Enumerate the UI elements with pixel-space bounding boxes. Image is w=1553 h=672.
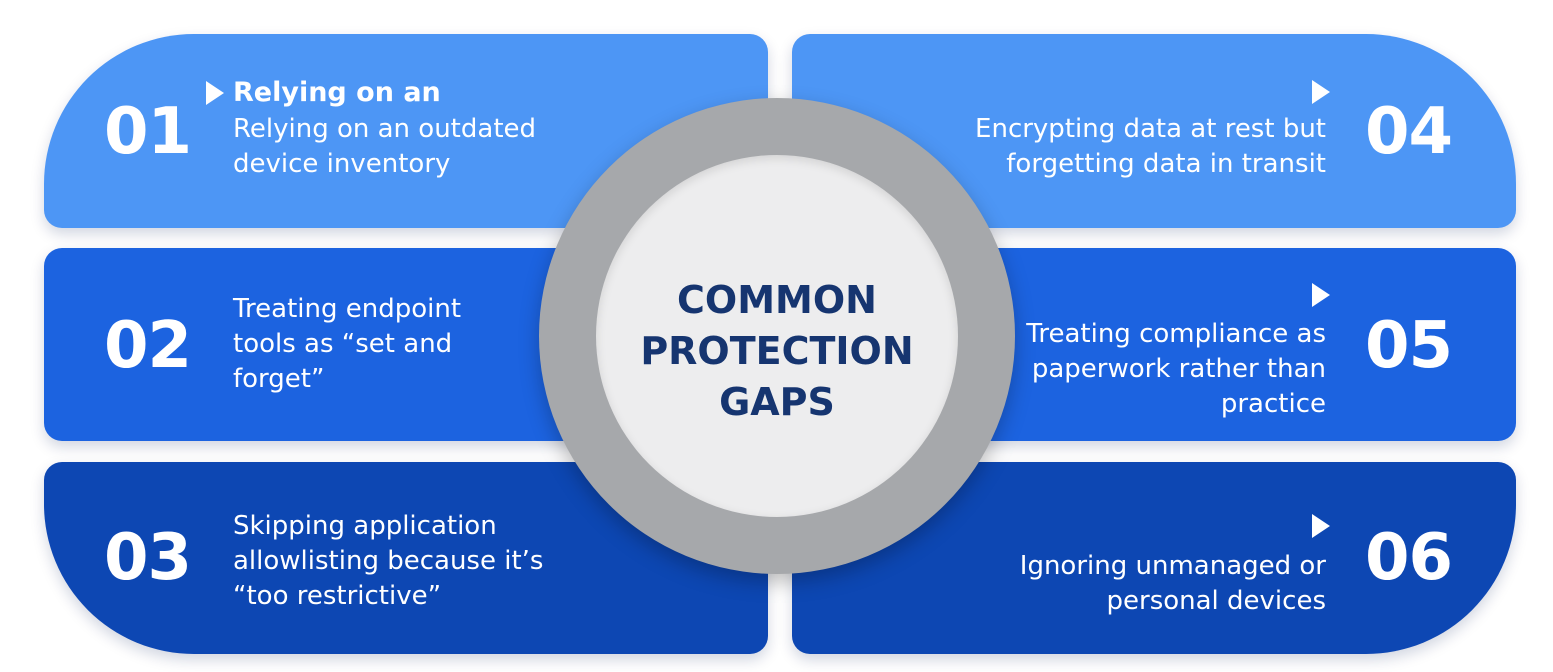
- gap-text-05: Treating compliance as paperwork rather …: [966, 317, 1326, 422]
- play-arrow-icon: [206, 81, 224, 105]
- gap-number-04: 04: [1364, 95, 1453, 169]
- gap-number-01: 01: [104, 95, 192, 169]
- play-arrow-icon: [1312, 514, 1330, 538]
- gap-text-line: Skipping application: [233, 511, 497, 541]
- gap-text-line: Treating endpoint: [233, 294, 462, 324]
- gap-text-line: Treating compliance as: [1026, 319, 1326, 349]
- gap-text-line: practice: [1220, 389, 1326, 419]
- gap-text-line: forget”: [233, 364, 325, 394]
- gap-text-line: paperwork rather than: [1031, 354, 1326, 384]
- gap-card-01: Relying on an 01 Relying on an outdated …: [44, 34, 768, 228]
- center-disc: [596, 155, 958, 517]
- center-title-line: GAPS: [719, 380, 835, 424]
- gap-text-line: forgetting data in transit: [1006, 149, 1326, 179]
- center-title-line: COMMON: [677, 278, 877, 322]
- gap-number-06: 06: [1364, 521, 1453, 595]
- center-title: COMMON PROTECTION GAPS: [596, 275, 958, 428]
- gap-text-line: Relying on an outdated: [233, 114, 537, 144]
- gap-heading-01: Relying on an: [233, 77, 441, 108]
- gap-number-03: 03: [104, 521, 192, 595]
- gap-number-05: 05: [1364, 309, 1453, 383]
- gap-number-02: 02: [104, 309, 192, 383]
- gap-text-01: Relying on an outdated device inventory: [233, 112, 563, 182]
- gap-text-02: Treating endpoint tools as “set and forg…: [233, 292, 563, 397]
- gap-card-03: 03 Skipping application allowlisting bec…: [44, 462, 768, 654]
- gap-text-line: “too restrictive”: [233, 581, 442, 611]
- center-title-line: PROTECTION: [640, 329, 914, 373]
- gap-text-line: Encrypting data at rest but: [975, 114, 1326, 144]
- gap-text-04: Encrypting data at rest but forgetting d…: [966, 112, 1326, 182]
- gap-text-line: personal devices: [1106, 586, 1327, 616]
- play-arrow-icon: [1312, 80, 1330, 104]
- gap-text-line: Ignoring unmanaged or: [1019, 551, 1326, 581]
- play-arrow-icon: [1312, 283, 1330, 307]
- gap-text-line: allowlisting because it’s: [233, 546, 544, 576]
- gap-text-line: device inventory: [233, 149, 451, 179]
- gap-text-06: Ignoring unmanaged or personal devices: [966, 549, 1326, 619]
- gap-text-03: Skipping application allowlisting becaus…: [233, 509, 563, 614]
- gap-text-line: tools as “set and: [233, 329, 453, 359]
